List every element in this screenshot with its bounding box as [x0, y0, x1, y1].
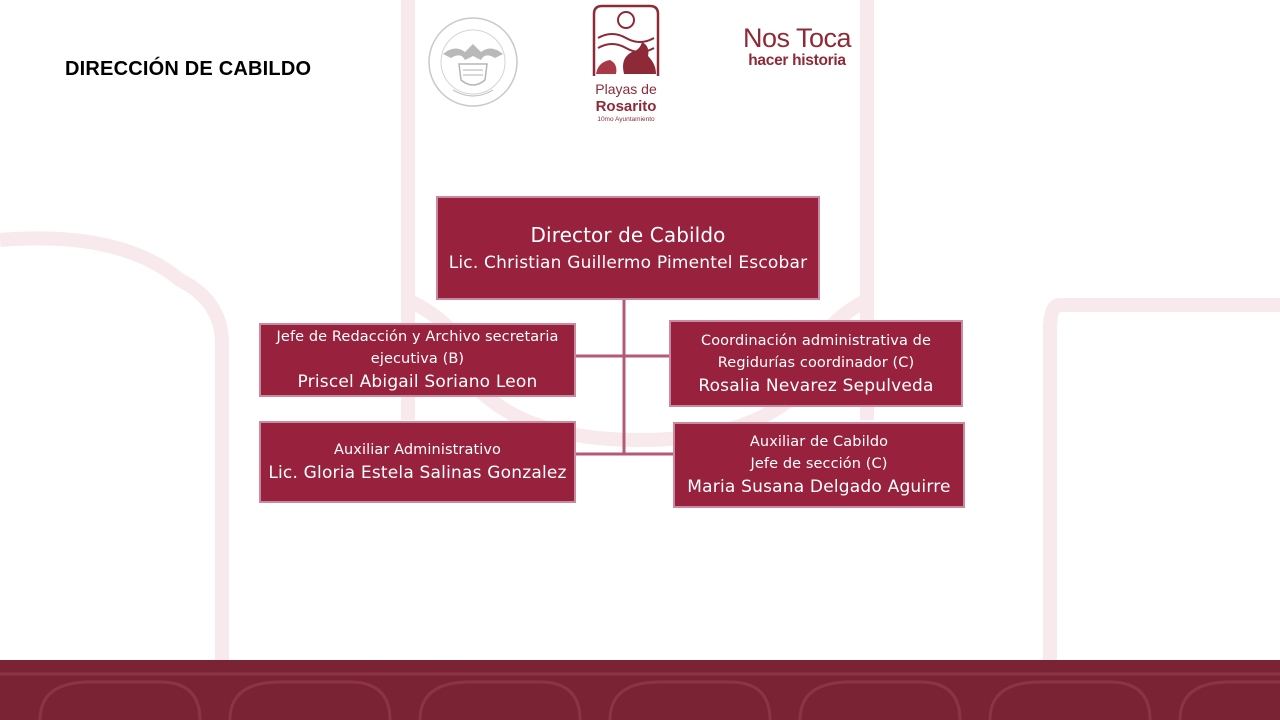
jefe-redaccion-name: Priscel Abigail Soriano Leon	[297, 372, 538, 392]
director-role: Director de Cabildo	[530, 223, 726, 247]
director-name: Lic. Christian Guillermo Pimentel Escoba…	[448, 253, 808, 273]
slogan-line1: Nos Toca	[742, 23, 852, 53]
org-node-auxiliar-administrativo: Auxiliar Administrativo Lic. Gloria Este…	[259, 421, 576, 503]
jefe-redaccion-role-line2: ejecutiva (B)	[370, 351, 465, 367]
auxiliar-cabildo-role-line2: Jefe de sección (C)	[750, 456, 888, 472]
municipal-seal-logo	[425, 14, 521, 110]
org-node-coordinacion-administrativa: Coordinación administrativa de Regiduría…	[669, 320, 963, 407]
auxiliar-cabildo-role-line1: Auxiliar de Cabildo	[749, 434, 889, 450]
footer-band	[0, 660, 1280, 720]
coordinacion-role-line2: Regidurías coordinador (C)	[717, 354, 915, 371]
auxiliar-administrativo-role: Auxiliar Administrativo	[333, 442, 502, 458]
city-logo-line1: Playas de	[595, 81, 657, 97]
org-node-jefe-redaccion: Jefe de Redacción y Archivo secretaria e…	[259, 323, 576, 397]
coordinacion-role-line1: Coordinación administrativa de	[700, 332, 931, 349]
city-logo-line2: Rosarito	[596, 98, 657, 115]
slogan-logo: Nos Toca hacer historia	[732, 24, 862, 69]
org-node-auxiliar-cabildo: Auxiliar de Cabildo Jefe de sección (C) …	[673, 422, 965, 508]
municipal-seal-icon	[428, 17, 518, 107]
city-logo-icon: Playas de Rosarito 10mo Ayuntamiento	[592, 4, 660, 123]
city-logo-line3: 10mo Ayuntamiento	[597, 116, 655, 123]
playas-de-rosarito-logo: Playas de Rosarito 10mo Ayuntamiento	[580, 2, 672, 124]
auxiliar-cabildo-name: Maria Susana Delgado Aguirre	[687, 477, 951, 497]
coordinacion-name: Rosalia Nevarez Sepulveda	[698, 375, 934, 396]
page-title: DIRECCIÓN DE CABILDO	[65, 58, 312, 80]
footer-pattern	[0, 672, 1280, 720]
auxiliar-administrativo-name: Lic. Gloria Estela Salinas Gonzalez	[268, 463, 567, 483]
org-node-director: Director de Cabildo Lic. Christian Guill…	[436, 196, 820, 300]
slogan-line2: hacer historia	[748, 52, 846, 69]
jefe-redaccion-role-line1: Jefe de Redacción y Archivo secretaria	[276, 329, 559, 345]
